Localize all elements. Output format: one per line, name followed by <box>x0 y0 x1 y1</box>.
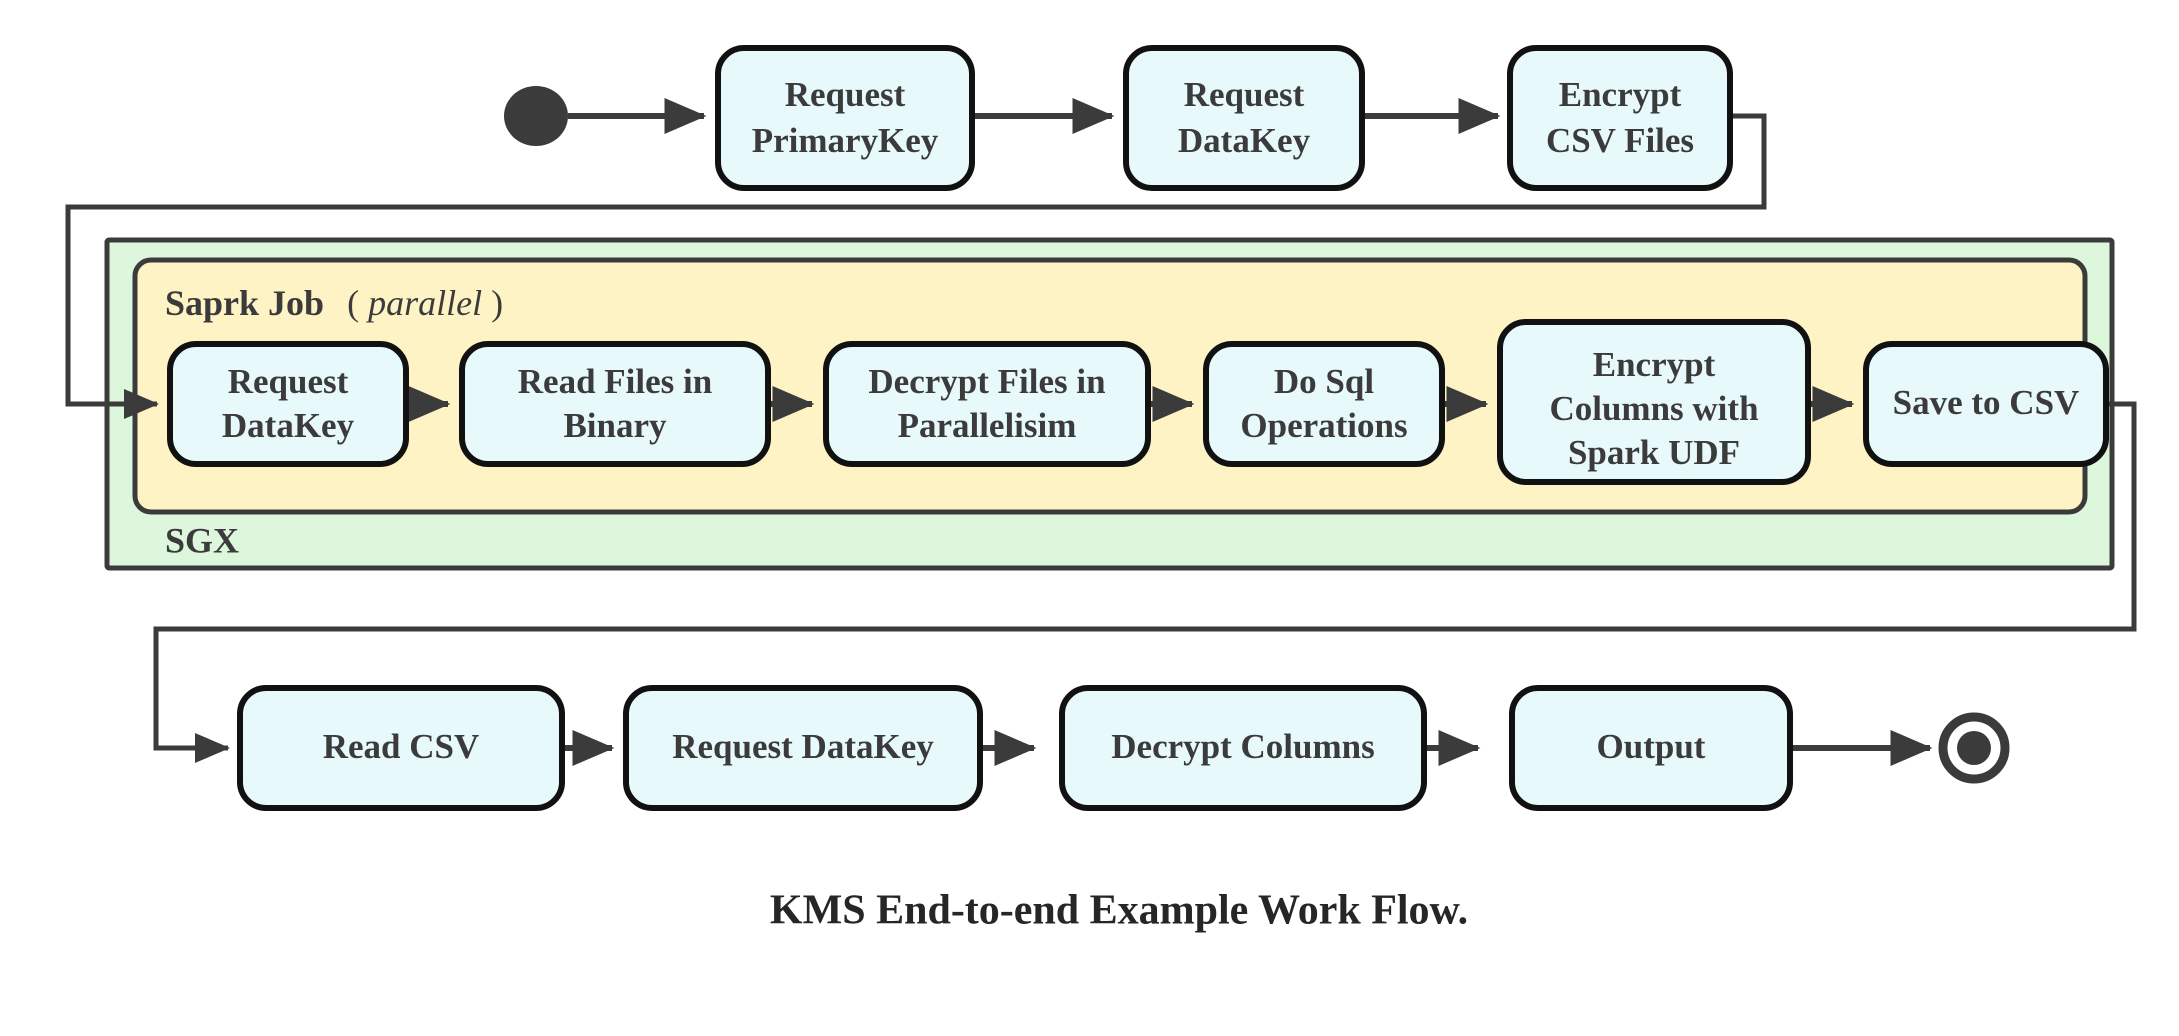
node-encrypt-csv-files[interactable]: Encrypt CSV Files <box>1507 45 1733 191</box>
node-decrypt-files-in-parallelisim-line-1: Parallelisim <box>898 406 1077 445</box>
spark-job-label-italic: parallel <box>365 283 482 323</box>
sgx-label: SGX <box>165 520 239 560</box>
edge-encrypt-csv-to-spark-datakey <box>65 113 1767 419</box>
node-do-sql-operations[interactable]: Do Sql Operations <box>1203 341 1445 467</box>
spark-job-label-paren-open: ( <box>347 283 359 323</box>
node-request-primarykey-line-1: PrimaryKey <box>752 121 939 160</box>
node-save-to-csv-line-0: Save to CSV <box>1893 383 2080 422</box>
node-request-datakey-bottom-line-0: Request DataKey <box>672 727 934 766</box>
node-request-datakey-spark-line-0: Request <box>228 362 349 401</box>
node-read-files-in-binary-line-1: Binary <box>563 406 667 445</box>
node-request-datakey-bottom-rect[interactable] <box>623 685 983 811</box>
node-do-sql-operations-rect[interactable] <box>1203 341 1445 467</box>
edge-save-csv-to-read-csv <box>153 401 2137 763</box>
node-read-files-in-binary-line-0: Read Files in <box>518 362 712 401</box>
end-node-dot <box>1957 731 1991 765</box>
node-decrypt-columns-rect[interactable] <box>1059 685 1427 811</box>
node-save-to-csv-rect[interactable] <box>1863 341 2109 467</box>
start-node <box>504 86 568 146</box>
node-request-primarykey-line-0: Request <box>785 75 906 114</box>
diagram-caption: KMS End-to-end Example Work Flow. <box>770 888 1468 934</box>
node-request-datakey-spark[interactable]: Request DataKey <box>167 341 409 467</box>
node-request-primarykey[interactable]: Request PrimaryKey <box>715 45 975 191</box>
node-read-csv[interactable]: Read CSV <box>237 685 565 811</box>
node-request-datakey-top[interactable]: Request DataKey <box>1123 45 1365 191</box>
node-encrypt-columns-with-spark-udf-line-1: Columns with <box>1549 389 1758 428</box>
node-do-sql-operations-line-0: Do Sql <box>1274 362 1374 401</box>
node-request-datakey-spark-line-1: DataKey <box>222 406 355 445</box>
node-encrypt-columns-with-spark-udf[interactable]: Encrypt Columns with Spark UDF <box>1497 319 1811 485</box>
node-request-primarykey-rect[interactable] <box>715 45 975 191</box>
node-decrypt-files-in-parallelisim-line-0: Decrypt Files in <box>868 362 1105 401</box>
node-request-datakey-top-rect[interactable] <box>1123 45 1365 191</box>
node-output-rect[interactable] <box>1509 685 1793 811</box>
node-read-files-in-binary[interactable]: Read Files in Binary <box>459 341 771 467</box>
node-decrypt-files-in-parallelisim-rect[interactable] <box>823 341 1151 467</box>
node-save-to-csv[interactable]: Save to CSV <box>1863 341 2109 467</box>
node-encrypt-columns-with-spark-udf-line-0: Encrypt <box>1593 345 1716 384</box>
node-output[interactable]: Output <box>1509 685 1793 811</box>
node-do-sql-operations-line-1: Operations <box>1240 406 1407 445</box>
node-request-datakey-top-line-1: DataKey <box>1178 121 1311 160</box>
spark-job-label-paren-close: ) <box>491 283 503 323</box>
spark-job-label: Saprk Job ( parallel ) <box>165 283 503 323</box>
node-encrypt-csv-files-line-0: Encrypt <box>1559 75 1682 114</box>
node-read-csv-rect[interactable] <box>237 685 565 811</box>
node-encrypt-columns-with-spark-udf-line-2: Spark UDF <box>1568 433 1740 472</box>
node-encrypt-csv-files-rect[interactable] <box>1507 45 1733 191</box>
node-decrypt-columns-line-0: Decrypt Columns <box>1111 727 1374 766</box>
node-decrypt-files-in-parallelisim[interactable]: Decrypt Files in Parallelisim <box>823 341 1151 467</box>
node-request-datakey-bottom[interactable]: Request DataKey <box>623 685 983 811</box>
end-node-ring <box>1938 712 2010 784</box>
node-read-csv-line-0: Read CSV <box>323 727 480 766</box>
node-output-line-0: Output <box>1597 727 1706 766</box>
node-read-files-in-binary-rect[interactable] <box>459 341 771 467</box>
node-request-datakey-spark-rect[interactable] <box>167 341 409 467</box>
node-encrypt-columns-with-spark-udf-rect[interactable] <box>1497 319 1811 485</box>
node-encrypt-csv-files-line-1: CSV Files <box>1546 121 1694 160</box>
spark-job-label-bold: Saprk Job <box>165 283 324 323</box>
node-decrypt-columns[interactable]: Decrypt Columns <box>1059 685 1427 811</box>
node-request-datakey-top-line-0: Request <box>1184 75 1305 114</box>
